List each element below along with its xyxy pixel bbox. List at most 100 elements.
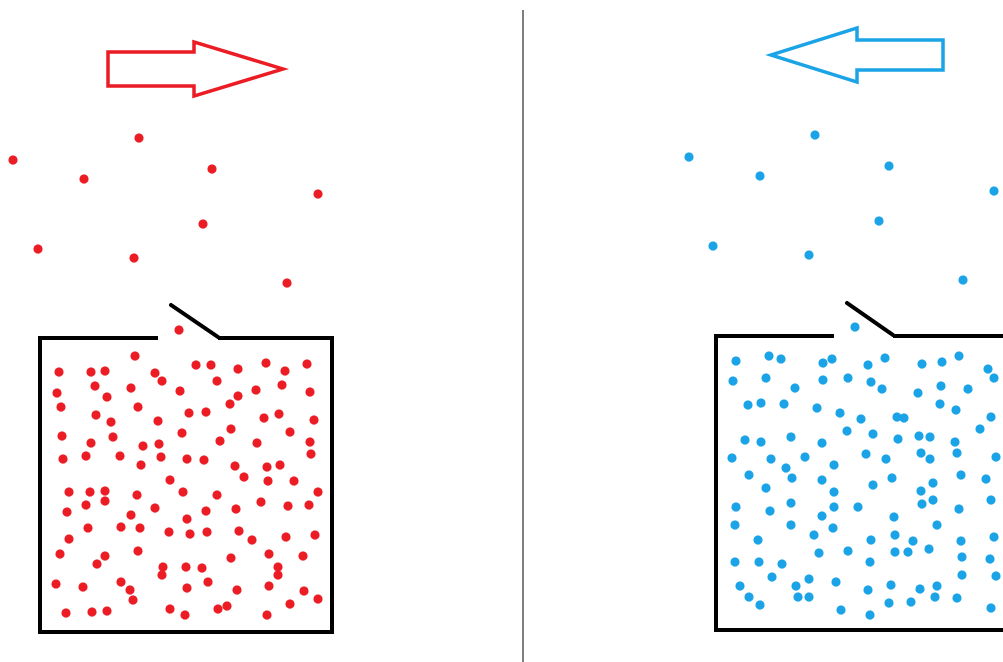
particle (175, 386, 184, 395)
particle (282, 278, 291, 287)
particle (54, 367, 63, 376)
particle (108, 432, 117, 441)
particle (861, 449, 870, 458)
particle (86, 438, 95, 447)
particle (887, 473, 896, 482)
particle (135, 523, 144, 532)
particle (928, 478, 937, 487)
particle (983, 364, 992, 373)
particle (814, 548, 823, 557)
particle (280, 366, 289, 375)
particle (924, 544, 933, 553)
particle (78, 582, 87, 591)
particle (880, 353, 889, 362)
particle (853, 502, 862, 511)
particle (79, 174, 88, 183)
particle (100, 551, 109, 560)
particle (130, 351, 139, 360)
particle (899, 413, 908, 422)
particle (956, 470, 965, 479)
particle (786, 520, 795, 529)
particle (884, 161, 893, 170)
particle (843, 546, 852, 555)
particle (956, 536, 965, 545)
inside-particles (51, 351, 322, 619)
particle (239, 472, 248, 481)
container-box (716, 336, 1003, 630)
particle (989, 186, 998, 195)
particle (252, 438, 261, 447)
particle (743, 400, 752, 409)
particle (817, 511, 826, 520)
particle (102, 606, 111, 615)
particle (289, 476, 298, 485)
particle (133, 402, 142, 411)
particle (115, 451, 124, 460)
particle (61, 608, 70, 617)
particle (756, 398, 765, 407)
particle (865, 557, 874, 566)
particle (64, 534, 73, 543)
particle (264, 581, 273, 590)
particle (986, 495, 995, 504)
particle (740, 435, 749, 444)
particle (156, 452, 165, 461)
particle (936, 381, 945, 390)
particle (100, 486, 109, 495)
particle (178, 487, 187, 496)
outside-particles (8, 133, 322, 334)
particle (313, 594, 322, 603)
particle (755, 600, 764, 609)
particle (128, 595, 137, 604)
particle (273, 570, 282, 579)
particle (786, 498, 795, 507)
particle (989, 532, 998, 541)
particle (136, 460, 145, 469)
particle (744, 592, 753, 601)
particle (913, 388, 922, 397)
particle (125, 585, 134, 594)
particle (275, 460, 284, 469)
particle (55, 549, 64, 558)
particle (100, 366, 109, 375)
particle (889, 512, 898, 521)
particle (313, 189, 322, 198)
particle (165, 604, 174, 613)
particle (906, 597, 915, 606)
particle (305, 387, 314, 396)
particle (8, 155, 17, 164)
particle (263, 476, 272, 485)
particle (809, 530, 818, 539)
particle (92, 559, 101, 568)
particle (116, 577, 125, 586)
particle (298, 551, 307, 560)
particle (106, 417, 115, 426)
particle (890, 547, 899, 556)
particle (134, 133, 143, 142)
particle (684, 152, 693, 161)
particle (180, 610, 189, 619)
particle (100, 496, 109, 505)
particle (302, 359, 311, 368)
particle (925, 454, 934, 463)
particle (868, 429, 877, 438)
particle (932, 520, 941, 529)
particle (182, 514, 191, 523)
particle (829, 502, 838, 511)
particle (251, 385, 260, 394)
particle (153, 416, 162, 425)
particle (776, 354, 785, 363)
particle (81, 500, 90, 509)
particle (836, 605, 845, 614)
particle (181, 562, 190, 571)
particle (150, 368, 159, 377)
particle (199, 455, 208, 464)
particle (262, 462, 271, 471)
particle (829, 487, 838, 496)
particle (233, 391, 242, 400)
particle (233, 364, 242, 373)
particle (903, 547, 912, 556)
particle (804, 592, 813, 601)
particle (157, 376, 166, 385)
particle (951, 405, 960, 414)
